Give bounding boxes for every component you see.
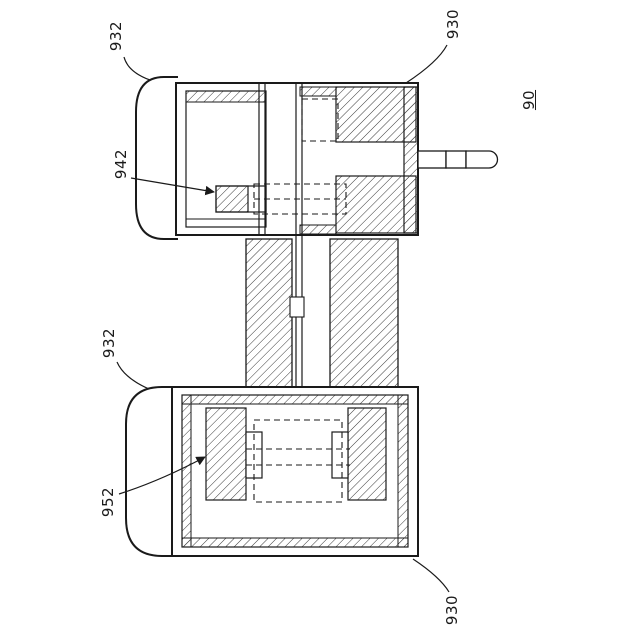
bracket-942-hatch xyxy=(215,185,249,213)
ref-label-930-bottom: 930 xyxy=(443,594,461,626)
bottom-right-block xyxy=(347,407,387,501)
ref-label-932-mid: 932 xyxy=(100,327,118,359)
top-inner-top-hatch xyxy=(185,90,267,103)
leader-932-mid xyxy=(116,361,150,390)
bottom-left-block-952 xyxy=(205,407,247,501)
leader-932-top xyxy=(123,56,151,81)
bottom-wall-right xyxy=(397,394,409,548)
leader-lines xyxy=(116,44,450,593)
figure-number-label: 90 xyxy=(520,89,538,111)
shaft xyxy=(417,150,499,169)
bottom-wall-bottom xyxy=(181,537,409,548)
leader-930-top xyxy=(405,44,448,84)
top-assembly xyxy=(135,76,499,240)
shaft-tip xyxy=(465,150,499,169)
middle-right-column xyxy=(329,238,399,388)
shaft-segment-1 xyxy=(417,150,447,169)
ref-label-932-top: 932 xyxy=(107,20,125,52)
middle-section xyxy=(245,84,399,552)
ref-label-952: 952 xyxy=(99,486,117,518)
bottom-wall-top xyxy=(181,394,409,405)
top-hidden-slide xyxy=(253,183,347,215)
top-right-edge-strip xyxy=(403,86,419,234)
leader-942 xyxy=(130,177,215,196)
bottom-wall-left xyxy=(181,394,192,548)
leader-952 xyxy=(118,456,206,495)
bottom-bumper xyxy=(125,386,174,557)
leader-930-bottom xyxy=(412,558,450,593)
bottom-assembly xyxy=(125,386,419,557)
shaft-segment-2 xyxy=(445,150,467,169)
top-lower-thin-strip xyxy=(299,224,337,235)
top-upper-thin-strip xyxy=(299,86,337,97)
middle-left-column xyxy=(245,238,293,388)
ref-label-930-top: 930 xyxy=(444,8,462,40)
bottom-right-step xyxy=(331,431,349,479)
top-right-lower-block xyxy=(335,175,417,234)
ref-label-942: 942 xyxy=(112,148,130,180)
bottom-hidden-box xyxy=(253,419,343,503)
top-bumper xyxy=(135,76,178,240)
rod-joint xyxy=(289,296,305,318)
